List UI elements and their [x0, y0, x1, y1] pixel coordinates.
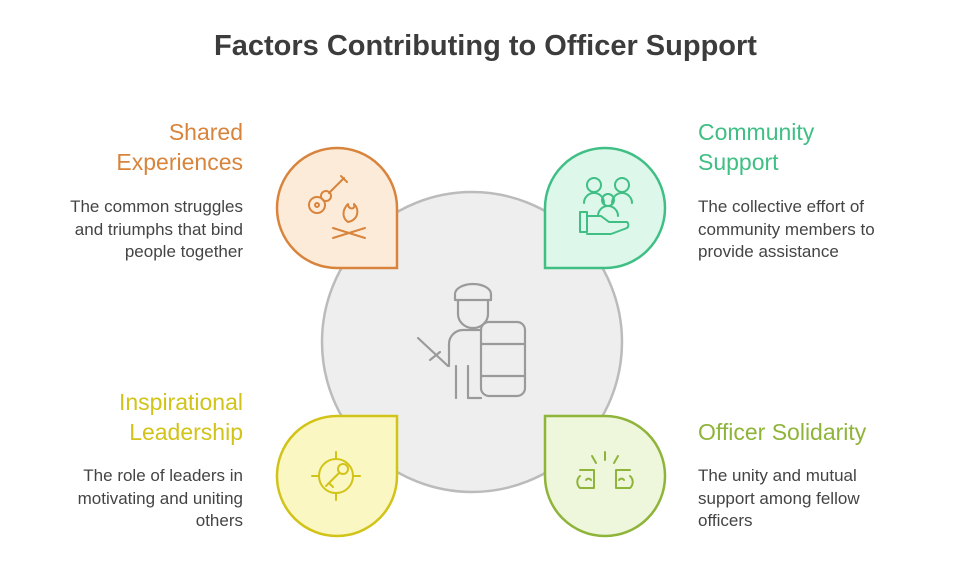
shared-experiences-heading: Shared Experiences	[3, 117, 243, 177]
shared-experiences-desc-line1: The common struggles	[70, 197, 243, 216]
page-title: Factors Contributing to Officer Support	[214, 30, 757, 62]
people-in-hand-icon	[579, 177, 633, 235]
inspirational-leadership-heading: Inspirational Leadership	[3, 387, 243, 447]
community-support-shape	[543, 146, 667, 270]
unity-hands-icon	[576, 451, 634, 489]
shared-experiences-heading-line1: Shared	[168, 119, 243, 145]
officer-solidarity-description: The unity and mutual support among fello…	[698, 465, 938, 533]
inspirational-leadership-desc-line1: The role of leaders in	[83, 466, 243, 485]
shared-experiences-desc-line3: people together	[124, 242, 243, 261]
shared-experiences-desc-line2: and triumphs that bind	[74, 219, 243, 239]
officer-shield-icon	[416, 282, 527, 400]
community-support-heading-line1: Community	[698, 119, 815, 145]
officer-solidarity-shape	[543, 414, 667, 538]
officer-solidarity-heading: Officer Solidarity	[698, 417, 938, 447]
inspirational-leadership-desc-line3: others	[195, 511, 243, 530]
community-support-heading: Community Support	[698, 117, 938, 177]
community-support-desc-line1: The collective effort of	[698, 197, 864, 216]
inspirational-leadership-description: The role of leaders in motivating and un…	[3, 465, 243, 533]
inspirational-leadership-heading-line1: Inspirational	[118, 389, 243, 415]
officer-solidarity-heading-line1: Officer Solidarity	[698, 419, 867, 445]
shared-experiences-shape	[275, 146, 399, 270]
officer-solidarity-desc-line2: support among fellow	[698, 488, 860, 508]
inspirational-leadership-heading-line2: Leadership	[129, 419, 243, 445]
community-support-desc-line3: provide assistance	[698, 242, 839, 261]
shared-experiences-heading-line2: Experiences	[116, 149, 243, 175]
community-support-heading-line2: Support	[698, 149, 779, 175]
officer-solidarity-desc-line1: The unity and mutual	[698, 466, 857, 485]
community-support-desc-line2: community members to	[698, 219, 875, 239]
guitar-campfire-icon	[308, 175, 366, 239]
inspirational-leadership-desc-line2: motivating and uniting	[77, 488, 243, 508]
community-support-description: The collective effort of community membe…	[698, 196, 938, 264]
officer-solidarity-desc-line3: officers	[698, 511, 753, 530]
shared-experiences-description: The common struggles and triumphs that b…	[3, 196, 243, 264]
target-key-icon	[311, 451, 361, 501]
